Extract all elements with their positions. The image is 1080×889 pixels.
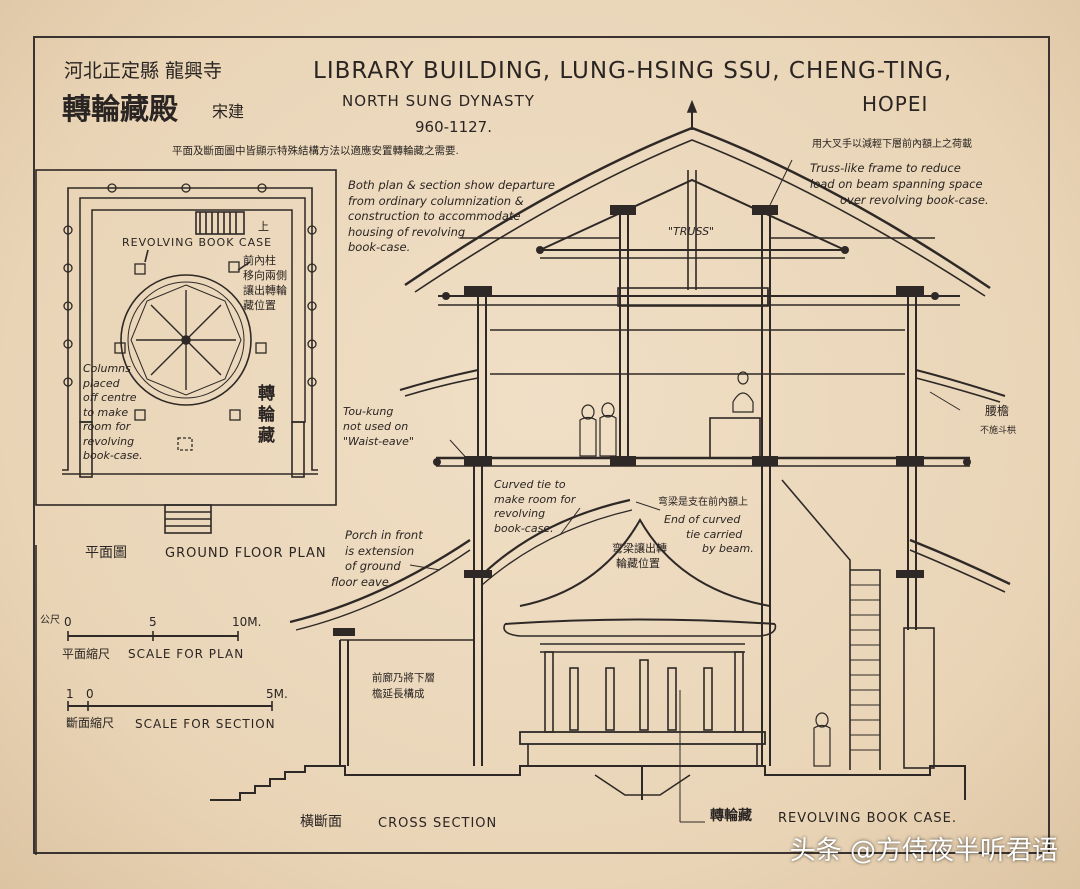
porch-cn-line: 檐延長構成 xyxy=(372,688,425,700)
plan-scale-tick: 0 xyxy=(64,615,72,629)
curved-tie-line: revolving xyxy=(494,507,546,520)
end-curved-line: End of curved xyxy=(664,513,741,526)
toukung-note: Tou-kung not used on "Waist-eave" xyxy=(343,404,414,449)
porch-cn-note: 前廊乃將下層 檐延長構成 xyxy=(372,670,435,702)
porch-note: Porch in front is extension of ground fl… xyxy=(331,528,423,590)
curved-tie-line: make room for xyxy=(494,492,576,506)
columns-note-line: placed xyxy=(83,376,120,390)
truss-cn-note: 用大叉手以減輕下層前內額上之荷載 xyxy=(812,139,972,150)
case-title: REVOLVING BOOK CASE. xyxy=(778,811,957,826)
curved-tie-line: book-case. xyxy=(494,521,554,535)
section-title: CROSS SECTION xyxy=(378,816,498,831)
toukung-line: Tou-kung xyxy=(343,405,394,418)
plan-title: GROUND FLOOR PLAN xyxy=(165,546,327,561)
curved-tie-line: Curved tie to xyxy=(494,478,566,491)
plan-cn-note-4: 藏位置 xyxy=(243,299,276,312)
departure-line: Both plan & section show departure xyxy=(348,178,555,192)
dynasty-dates: 960-1127. xyxy=(415,118,492,136)
curved-tie-note: Curved tie to make room for revolving bo… xyxy=(494,478,575,536)
end-curved-cn: 弯梁是支在前內額上 xyxy=(658,497,748,508)
departure-line: construction to accommodate xyxy=(348,209,521,223)
province-label: HOPEI xyxy=(862,92,929,116)
departure-line: from ordinary columnization & xyxy=(348,193,524,208)
plan-scale-tick: 5 xyxy=(149,615,157,629)
end-curved-note: End of curved tie carried by beam. xyxy=(664,513,754,557)
plan-cn-note-1: 前內柱 xyxy=(243,254,276,267)
dynasty-label: NORTH SUNG DYNASTY xyxy=(342,92,535,110)
plan-columns-note: Columns placed off centre to make room f… xyxy=(83,362,143,464)
toukung-line: "Waist-eave" xyxy=(343,435,414,448)
main-title: LIBRARY BUILDING, LUNG-HSING SSU, CHENG-… xyxy=(313,58,953,84)
truss-label: "TRUSS" xyxy=(668,225,715,238)
plan-cn-note-2: 移向兩側 xyxy=(243,269,287,282)
columns-note-line: book-case. xyxy=(83,449,143,462)
watermark: 头条 @方侍夜半听君语 xyxy=(789,836,1058,866)
departure-line: book-case. xyxy=(348,240,411,254)
bend-cn-line: 弯梁讓出轉 xyxy=(612,542,667,555)
cn-period: 宋建 xyxy=(212,102,245,121)
porch-line: floor eave. xyxy=(331,574,393,589)
section-scale-label-cn: 斷面縮尺 xyxy=(66,716,115,730)
columns-note-line: room for xyxy=(83,420,131,433)
plan-scale-prefix: 公尺 xyxy=(40,615,60,626)
plan-top-mark: 上 xyxy=(258,220,269,233)
columns-note-line: revolving xyxy=(83,434,135,448)
truss-note-line: over revolving book-case. xyxy=(840,193,989,207)
cn-caption: 平面及斷面圖中皆顯示特殊結構方法以適應安置轉輪藏之需要. xyxy=(172,145,459,157)
section-scale-tick: 5M. xyxy=(266,687,288,701)
porch-line: is extension xyxy=(345,543,415,558)
plan-cn-vertical: 轉輪藏 xyxy=(258,384,275,446)
waist-eave-cn: 腰檐 xyxy=(985,404,1010,418)
end-curved-line: tie carried xyxy=(686,527,743,541)
bend-cn-note: 弯梁讓出轉 輪藏位置 xyxy=(612,541,667,571)
plan-revolving-label: REVOLVING BOOK CASE xyxy=(122,236,273,249)
end-curved-line: by beam. xyxy=(702,542,754,555)
truss-note-line: load on beam spanning space xyxy=(810,177,983,191)
columns-note-line: to make xyxy=(83,405,129,419)
porch-line: of ground xyxy=(345,559,401,573)
section-cn-title: 橫斷面 xyxy=(300,814,342,830)
drawing-border xyxy=(33,36,1050,854)
plan-scale-label-cn: 平面縮尺 xyxy=(62,647,111,661)
waist-eave-cn-2: 不施斗栱 xyxy=(980,426,1017,436)
section-scale-tick: 1 xyxy=(66,687,74,701)
plan-cn-title: 平面圖 xyxy=(85,545,127,561)
plan-cn-note-3: 讓出轉輪 xyxy=(243,284,287,297)
columns-note-line: off centre xyxy=(83,391,137,404)
truss-note: Truss-like frame to reduce load on beam … xyxy=(810,160,989,208)
case-cn-title: 轉輪藏 xyxy=(710,808,752,824)
departure-note: Both plan & section show departure from … xyxy=(348,178,555,256)
section-scale-label: SCALE FOR SECTION xyxy=(135,717,276,731)
plan-scale-tick: 10M. xyxy=(232,615,262,629)
porch-cn-line: 前廊乃將下層 xyxy=(372,672,435,684)
truss-note-line: Truss-like frame to reduce xyxy=(810,161,961,175)
section-scale-tick: 0 xyxy=(86,687,94,701)
bend-cn-line: 輪藏位置 xyxy=(616,557,660,570)
cn-building-name: 轉輪藏殿 xyxy=(62,92,179,126)
cn-location: 河北正定縣 龍興寺 xyxy=(64,60,223,82)
columns-note-line: Columns xyxy=(83,362,131,375)
porch-line: Porch in front xyxy=(345,528,423,542)
plan-scale-label: SCALE FOR PLAN xyxy=(128,647,245,661)
toukung-line: not used on xyxy=(343,420,409,433)
departure-line: housing of revolving xyxy=(348,224,466,239)
